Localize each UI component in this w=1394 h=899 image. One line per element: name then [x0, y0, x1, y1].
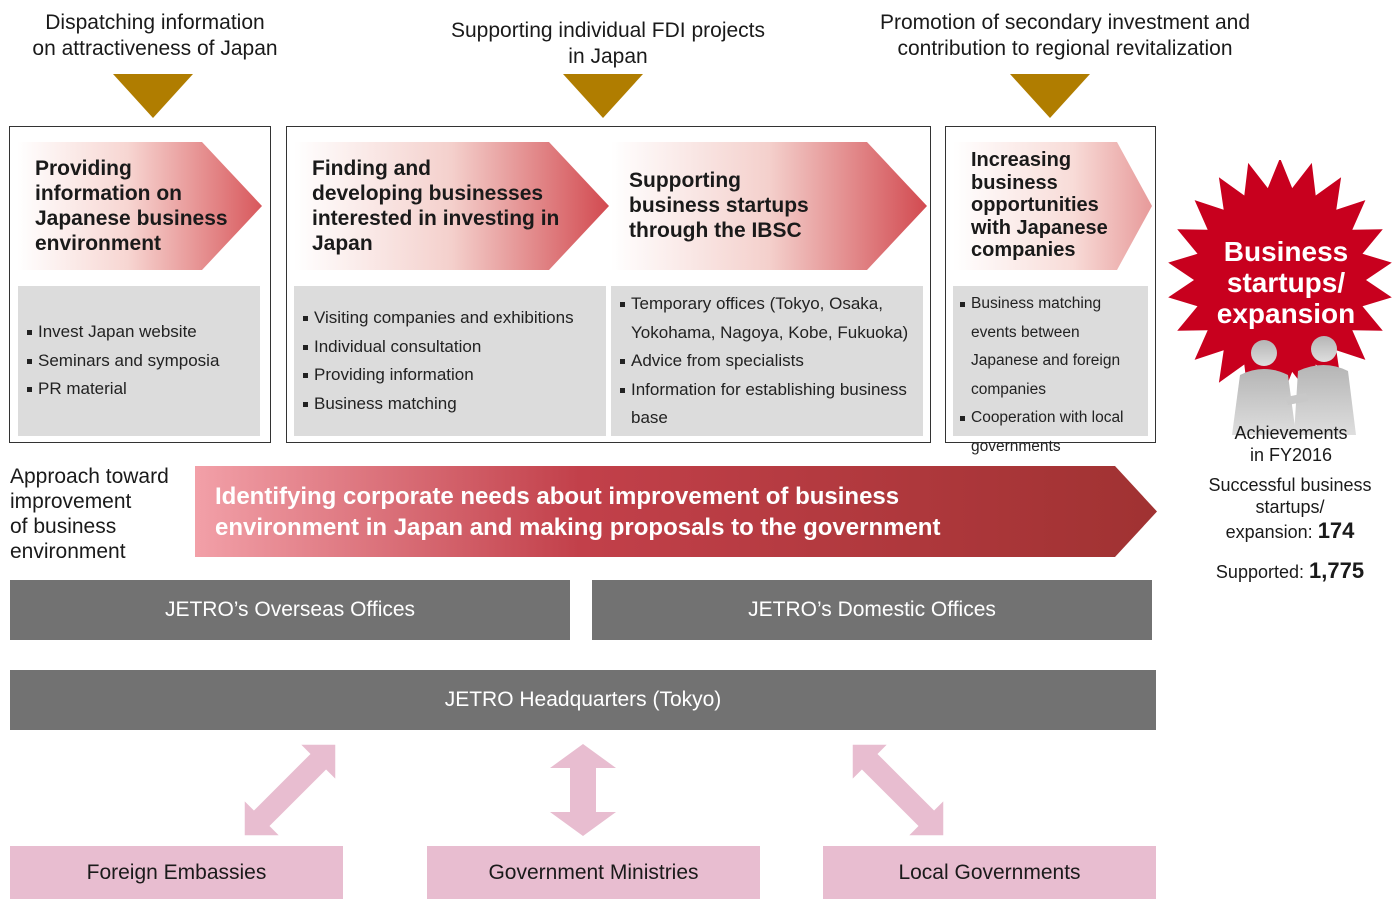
local-governments-label: Local Governments	[898, 860, 1081, 884]
list-item: Information for establishing business ba…	[617, 376, 917, 433]
starburst-shape	[1168, 160, 1392, 402]
arrow-opportunities: Increasing business opportunities with J…	[953, 142, 1152, 270]
headquarters-label: JETRO Headquarters (Tokyo)	[444, 688, 722, 711]
starburst	[1168, 160, 1392, 402]
domestic-offices-bar: JETRO’s Domestic Offices	[592, 580, 1152, 640]
arrow-opportunities-title: Increasing business opportunities with J…	[971, 149, 1108, 261]
header-fdi-arrow	[563, 74, 643, 118]
achievements-title: Achievements in FY2016	[1234, 423, 1348, 465]
list-item: Temporary offices (Tokyo, Osaka, Yokoham…	[617, 290, 917, 347]
approach-arrow-text: Identifying corporate needs about improv…	[215, 483, 941, 541]
arrow-info-title: Providing information on Japanese busine…	[35, 157, 228, 255]
success-value: 174	[1317, 518, 1355, 543]
list-startups: Temporary offices (Tokyo, Osaka, Yokoham…	[611, 286, 923, 436]
header-dispatching-line2: on attractiveness of Japan	[32, 37, 278, 60]
government-ministries-label: Government Ministries	[488, 860, 699, 884]
header-dispatching: Dispatching information on attractivenes…	[0, 10, 310, 62]
overseas-offices-label: JETRO’s Overseas Offices	[164, 598, 416, 621]
government-ministries-box: Government Ministries	[427, 846, 760, 899]
double-arrows	[244, 744, 944, 836]
list-item: Advice from specialists	[617, 347, 917, 376]
domestic-offices-label: JETRO’s Domestic Offices	[748, 598, 996, 621]
double-arrow-embassies	[244, 744, 336, 836]
arrow-finding-title: Finding and developing businesses intere…	[312, 157, 560, 255]
achievements-success: Successful business startups/ expansion:…	[1208, 475, 1372, 543]
header-fdi-line1: Supporting individual FDI projects	[451, 19, 765, 42]
list-item: Invest Japan website	[24, 318, 252, 347]
header-secondary-arrow	[1010, 74, 1090, 118]
header-secondary-line2: contribution to regional revitalization	[897, 37, 1233, 60]
arrow-finding: Finding and developing businesses intere…	[294, 142, 609, 270]
list-item: Seminars and symposia	[24, 347, 252, 376]
list-item: Business matching events between Japanes…	[957, 290, 1142, 404]
success-label: expansion:	[1225, 522, 1313, 542]
double-arrow-local	[852, 744, 944, 836]
list-item: PR material	[24, 375, 252, 404]
starburst-label: Business startups/ expansion	[1216, 236, 1356, 329]
header-dispatching-line1: Dispatching information	[45, 11, 265, 34]
double-arrow-ministries	[550, 744, 616, 836]
headquarters-bar: JETRO Headquarters (Tokyo)	[10, 670, 1156, 730]
header-dispatching-arrow	[113, 74, 193, 118]
approach-label: Approach toward improvement of business …	[10, 465, 169, 563]
achievements-supported: Supported: 1,775	[1190, 560, 1390, 583]
arrow-info: Providing information on Japanese busine…	[17, 142, 262, 270]
arrow-startups: Supporting business startups through the…	[611, 142, 927, 270]
arrow-startups-title: Supporting business startups through the…	[629, 169, 809, 242]
header-secondary-line1: Promotion of secondary investment and	[879, 11, 1251, 34]
foreign-embassies-box: Foreign Embassies	[10, 846, 343, 899]
list-item: Cooperation with local governments	[957, 404, 1142, 461]
list-item: Individual consultation	[300, 333, 598, 362]
supported-label: Supported:	[1215, 562, 1304, 582]
local-governments-box: Local Governments	[823, 846, 1156, 899]
header-secondary-investment: Promotion of secondary investment and co…	[840, 10, 1290, 62]
list-finding: Visiting companies and exhibitions Indiv…	[294, 286, 606, 436]
approach-arrow: Identifying corporate needs about improv…	[195, 466, 1157, 557]
overseas-offices-bar: JETRO’s Overseas Offices	[10, 580, 570, 640]
list-opportunities: Business matching events between Japanes…	[953, 286, 1148, 455]
business-people-silhouette	[1232, 336, 1356, 435]
list-item: Providing information	[300, 361, 598, 390]
supported-value: 1,775	[1309, 558, 1365, 583]
list-info: Invest Japan website Seminars and sympos…	[18, 286, 260, 436]
list-item: Business matching	[300, 390, 598, 419]
list-item: Visiting companies and exhibitions	[300, 304, 598, 333]
header-fdi-line2: in Japan	[568, 45, 648, 68]
header-fdi-projects: Supporting individual FDI projects in Ja…	[418, 18, 798, 70]
foreign-embassies-label: Foreign Embassies	[86, 860, 267, 884]
